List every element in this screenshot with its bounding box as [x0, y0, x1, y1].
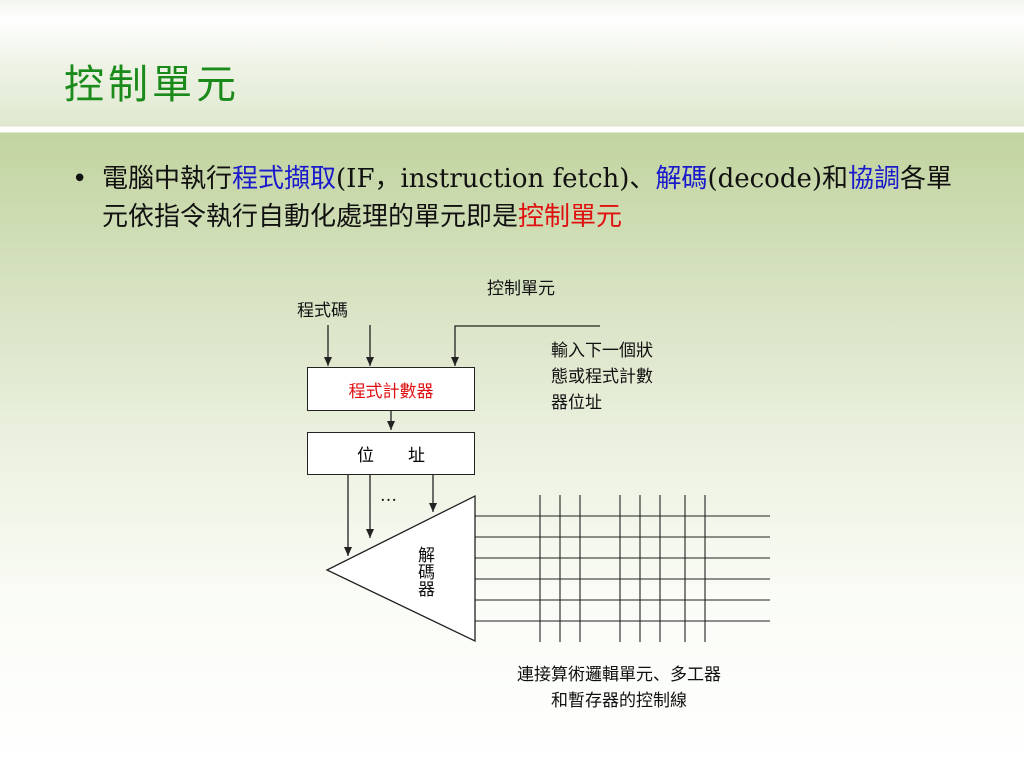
- output-label-line-2: 和暫存器的控制線: [551, 691, 687, 711]
- program-counter-box: 程式計數器: [307, 367, 475, 411]
- next-state-line-1: 輸入下一個狀: [551, 341, 653, 361]
- slide-title: 控制單元: [64, 62, 240, 108]
- next-state-line-3: 器位址: [551, 393, 602, 413]
- decoder-output-grid: [475, 495, 770, 642]
- program-counter-label: 程式計數器: [348, 381, 434, 402]
- bullet-text: 電腦中執行程式擷取(IF，instruction fetch)、解碼(decod…: [102, 160, 972, 236]
- bullet-segment-normal: (IF，instruction fetch)、: [336, 164, 656, 194]
- bullet-segment-normal: 電腦中執行: [102, 164, 233, 194]
- bullet-paragraph: • 電腦中執行程式擷取(IF，instruction fetch)、解碼(dec…: [72, 160, 972, 236]
- output-control-lines-label: 連接算術邏輯單元、多工器 和暫存器的控制線: [484, 662, 754, 714]
- ellipsis: …: [380, 486, 397, 506]
- bullet-segment-red: 控制單元: [518, 202, 623, 232]
- next-state-line-2: 態或程式計數: [551, 367, 653, 387]
- bullet-segment-blue: 程式擷取: [232, 164, 337, 194]
- bullet-segment-normal: 各單元依指令執行自動化處理的單元即是: [102, 164, 953, 232]
- bullet-segment-blue: 解碼: [655, 164, 708, 194]
- bullet-segment-blue: 協調: [848, 164, 901, 194]
- address-label: 位 址: [357, 446, 425, 466]
- bullet-segment-normal: (decode)和: [707, 164, 849, 194]
- opcode-label: 程式碼: [297, 301, 348, 321]
- decoder-triangle: [325, 494, 476, 643]
- control-unit-label: 控制單元: [487, 279, 555, 299]
- output-label-line-1: 連接算術邏輯單元、多工器: [517, 665, 721, 685]
- address-box: 位 址: [307, 432, 475, 475]
- bullet-marker: •: [72, 164, 88, 194]
- next-state-feedback-line: [451, 325, 600, 366]
- next-state-label: 輸入下一個狀 態或程式計數 器位址: [551, 338, 653, 416]
- decoder-label: 解碼器: [414, 546, 434, 597]
